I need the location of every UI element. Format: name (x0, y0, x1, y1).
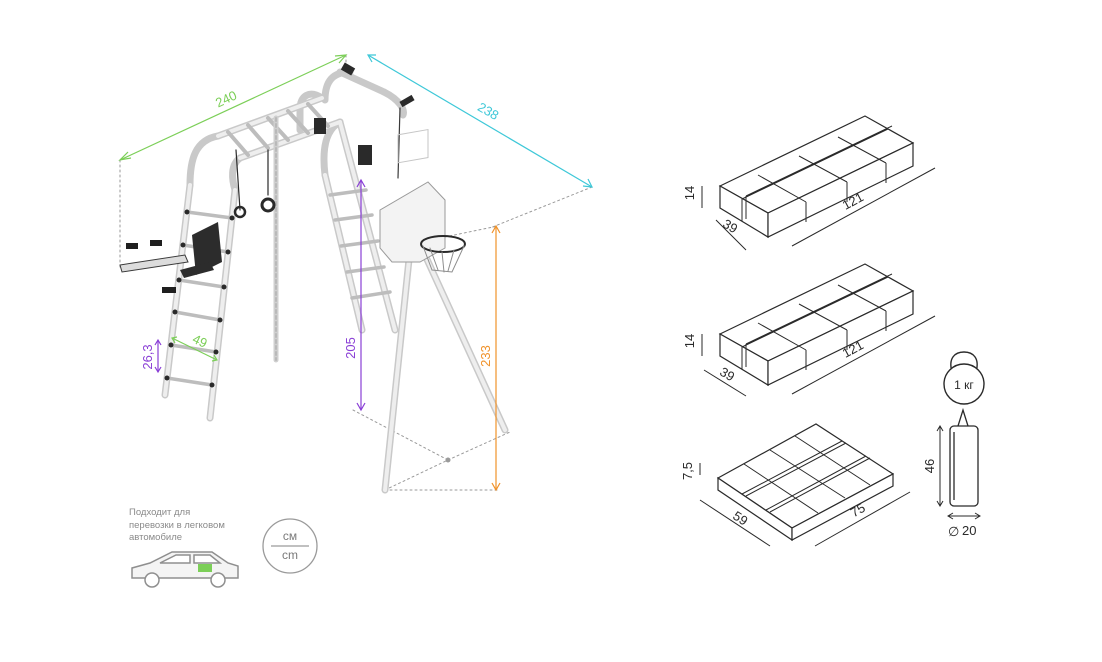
transport-note-line-3: автомобиле (129, 532, 183, 543)
right-ladder-rungs (328, 188, 392, 300)
box-3-dim-lines (699, 463, 911, 547)
box-3-height-label: 7,5 (680, 462, 695, 480)
total-height-label: 233 (478, 345, 493, 367)
box-1 (701, 115, 936, 251)
box-2 (701, 263, 936, 397)
punching-bag-diameter-label: 20 (962, 523, 976, 538)
transport-note-line-2: перевозки в легковом (129, 519, 225, 531)
main-dimension-lines (118, 54, 594, 492)
punching-bag-dim-lines (936, 425, 981, 520)
hoop-height-label: 205 (343, 337, 358, 359)
frame-highlight (163, 96, 507, 492)
base-joint (445, 457, 451, 463)
box-3-length-label: 75 (848, 500, 868, 520)
transport-note-line-1: Подходит для (129, 507, 191, 518)
diameter-symbol: ∅ (948, 524, 959, 539)
punching-bag-height-label: 46 (922, 459, 937, 473)
box-1-height-label: 14 (682, 186, 697, 200)
depth-dimension-line (366, 54, 594, 188)
box-2-dim-lines (701, 315, 936, 397)
sports-complex-illustration (119, 54, 593, 494)
climbing-rope (233, 115, 279, 363)
total-height-dimension-line (491, 224, 501, 492)
depth-label: 238 (475, 99, 501, 123)
hoop-height-dimension-line (356, 178, 366, 412)
box-2-width-label: 39 (717, 364, 737, 384)
box-2-height-label: 14 (682, 334, 697, 348)
top-hardware (314, 62, 415, 179)
kettlebell-label: 1 кг (954, 378, 974, 392)
units-en-label: cm (282, 548, 298, 562)
box-3 (699, 423, 911, 547)
punching-bag-icon (949, 407, 979, 507)
car-icon (131, 551, 239, 588)
rung-height-label: 26,3 (140, 344, 155, 369)
box-1-dim-lines (701, 167, 936, 251)
dip-station (119, 222, 222, 293)
frame-tubes (161, 68, 509, 494)
rung-height-dimension-line (154, 338, 162, 374)
units-ru-label: см (283, 529, 297, 543)
ladder-width-label: 49 (190, 331, 209, 351)
units-badge-icon (262, 518, 318, 574)
box-3-width-label: 59 (730, 508, 750, 528)
ladder-width-dimension-line (171, 336, 218, 362)
width-dimension-line (118, 54, 348, 161)
kettlebell-icon (943, 351, 985, 405)
basketball-hoop (379, 128, 466, 273)
transport-note: Подходит для перевозки в легковом автомо… (129, 507, 259, 545)
ladder-joints (164, 209, 235, 388)
box-1-width-label: 39 (720, 216, 740, 236)
